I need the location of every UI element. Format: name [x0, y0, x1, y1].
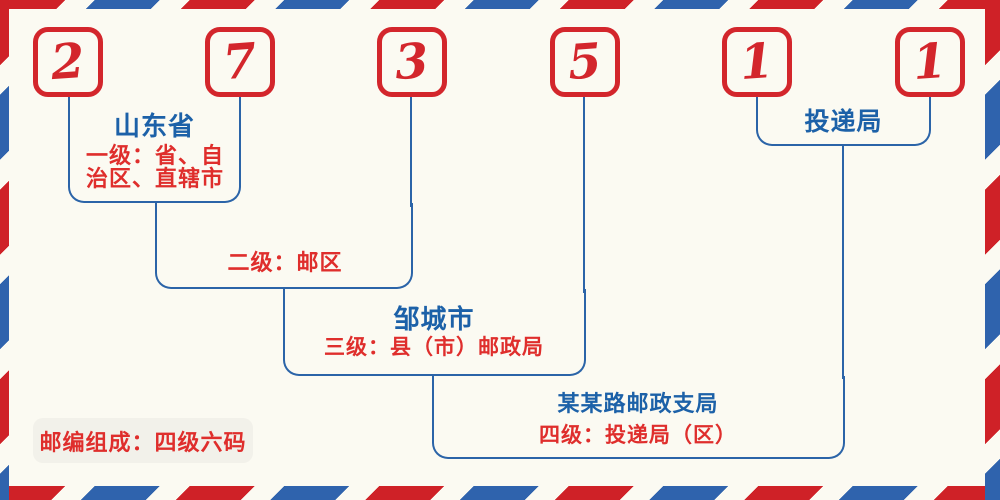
bracket-delivery [756, 97, 931, 146]
level1-desc-line2: 治区、直辖市 [85, 167, 224, 192]
level1-desc-line1: 一级：省、自 [85, 144, 224, 169]
digit-box-4: 5 [550, 27, 620, 97]
delivery-title: 投递局 [804, 107, 883, 136]
airmail-border-right [985, 0, 1000, 500]
digit-box-1: 2 [33, 27, 103, 97]
digit-box-3: 3 [377, 27, 447, 97]
digit-2: 7 [221, 32, 259, 92]
digit-box-5: 1 [722, 27, 792, 97]
bracket-level1 [68, 97, 241, 203]
airmail-border-bottom [0, 486, 1000, 500]
level3-title: 邹城市 [393, 305, 475, 335]
note-text: 邮编组成：四级六码 [39, 430, 247, 456]
digit-3: 3 [393, 32, 431, 92]
digit-box-2: 7 [205, 27, 275, 97]
digit-box-6: 1 [895, 27, 965, 97]
level4-title: 某某路邮政支局 [557, 392, 719, 417]
bracket-level2 [155, 203, 413, 289]
airmail-border-top [0, 0, 1000, 9]
level1-title: 山东省 [113, 112, 195, 142]
level3-label: 三级：县（市）邮政局 [324, 335, 544, 359]
level4-label: 四级：投递局（区） [539, 423, 737, 447]
level2-label: 二级：邮区 [227, 251, 343, 276]
digit-1: 2 [49, 32, 87, 92]
digit-5: 1 [738, 32, 776, 92]
digit-6: 1 [911, 32, 949, 92]
bracket-level4 [432, 376, 845, 459]
airmail-border-left [0, 0, 9, 500]
digit-4: 5 [566, 32, 604, 92]
connector-delivery [842, 145, 844, 379]
connector-digit4 [583, 97, 585, 293]
note-pill: 邮编组成：四级六码 [33, 418, 253, 463]
bracket-level3 [283, 289, 586, 376]
level1-desc: 一级：省、自 治区、直辖市 [49, 145, 261, 191]
connector-digit3 [410, 97, 412, 207]
